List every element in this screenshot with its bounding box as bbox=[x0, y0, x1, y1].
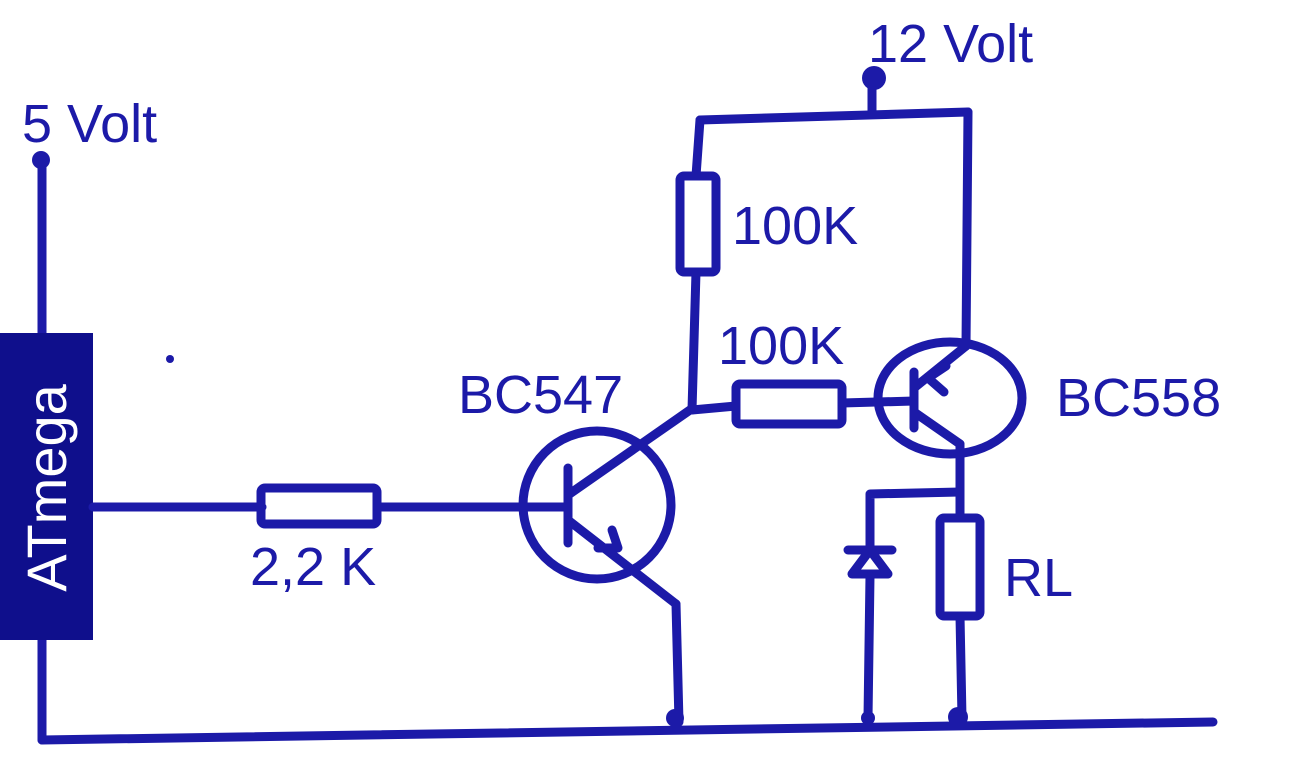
label-5v: 5 Volt bbox=[22, 94, 157, 154]
wire-12v-pnp-emitter bbox=[961, 107, 973, 351]
label-r-pullup: 100K bbox=[732, 196, 858, 256]
wire-pullup-node bbox=[687, 267, 701, 415]
wire-bc547-emitter-ground bbox=[671, 599, 684, 727]
bc547-body bbox=[518, 426, 676, 584]
terminal-12v bbox=[862, 66, 886, 90]
label-pnp: BC558 bbox=[1056, 368, 1221, 428]
terminal-5v bbox=[32, 151, 50, 169]
flyback-diode bbox=[843, 545, 897, 579]
wire-node-series bbox=[687, 401, 741, 415]
bc558-emitter-arrow bbox=[923, 361, 951, 397]
label-load: RL bbox=[1004, 548, 1073, 608]
wire-diode-top bbox=[865, 487, 965, 551]
label-12v: 12 Volt bbox=[868, 14, 1033, 74]
bc547-emitter bbox=[563, 515, 681, 609]
resistor-100k-series bbox=[731, 379, 847, 429]
stray-dot bbox=[166, 355, 174, 363]
bc547-collector bbox=[563, 405, 695, 500]
wire-diode-ground bbox=[863, 571, 875, 723]
atmega-label: ATmega bbox=[15, 383, 78, 591]
wire-pullup-top bbox=[691, 115, 705, 181]
wire-12v-rail bbox=[695, 107, 973, 125]
bc558-body bbox=[873, 337, 1027, 459]
bc547-emitter-arrow bbox=[593, 525, 623, 553]
resistor-2k2 bbox=[256, 483, 382, 529]
ground-rail bbox=[37, 717, 1218, 745]
load-resistor bbox=[935, 513, 985, 621]
junction-ground-1 bbox=[666, 709, 684, 727]
label-npn: BC547 bbox=[458, 365, 623, 425]
junction-ground-3 bbox=[948, 707, 968, 727]
atmega-chip bbox=[0, 333, 93, 640]
label-r-series: 100K bbox=[718, 316, 844, 376]
label-r-base: 2,2 K bbox=[250, 537, 376, 597]
resistor-100k-pullup bbox=[675, 171, 721, 277]
bc558-collector bbox=[909, 407, 965, 449]
junction-ground-2 bbox=[861, 711, 875, 725]
wire-load-ground bbox=[955, 611, 967, 723]
